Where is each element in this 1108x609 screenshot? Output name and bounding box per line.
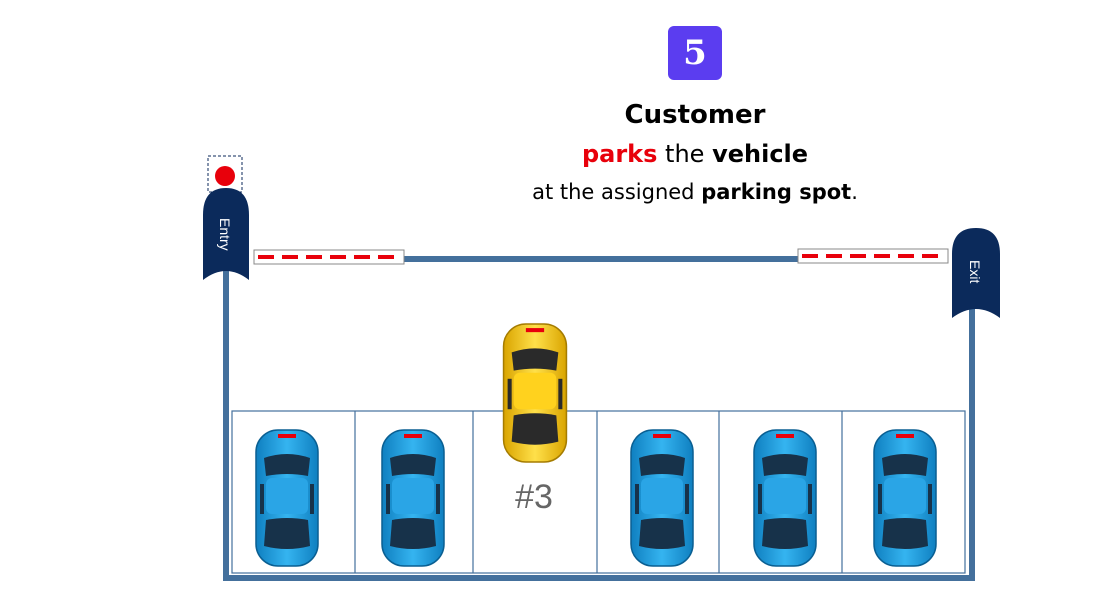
parked-car-spot-2 [381,429,445,567]
parked-car-spot-5 [753,429,817,567]
caption-line-1: Customer [440,100,950,130]
parked-car-spot-6 [873,429,937,567]
caption-parking-spot: parking spot [701,180,852,204]
parked-car-spot-4 [630,429,694,567]
traffic-light-red [215,166,235,186]
exit-label: Exit [967,260,983,283]
caption-customer: Customer [624,100,766,130]
entry-barrier [253,249,405,265]
caption-at-the-assigned: at the assigned [532,180,702,204]
entry-label: Entry [217,218,233,251]
caption-period: . [851,180,858,204]
caption-line-3: at the assigned parking spot. [440,180,950,204]
parking-spots-frame [231,410,966,574]
customer-car [502,323,568,463]
parking-spots-grid [231,410,966,574]
exit-barrier [797,248,949,264]
caption-vehicle: vehicle [712,140,809,168]
outer-wall [223,262,975,581]
lot-walls [223,256,975,581]
assigned-spot-label: #3 [515,478,553,516]
caption-the: the [657,140,713,168]
entry-gate-post: Entry [203,155,249,280]
caption-line-2: parks the vehicle [440,140,950,168]
exit-gate-post: Exit [952,228,1000,318]
step-number-badge: 5 [668,26,722,80]
parked-car-spot-1 [255,429,319,567]
caption-parks: parks [581,140,658,168]
